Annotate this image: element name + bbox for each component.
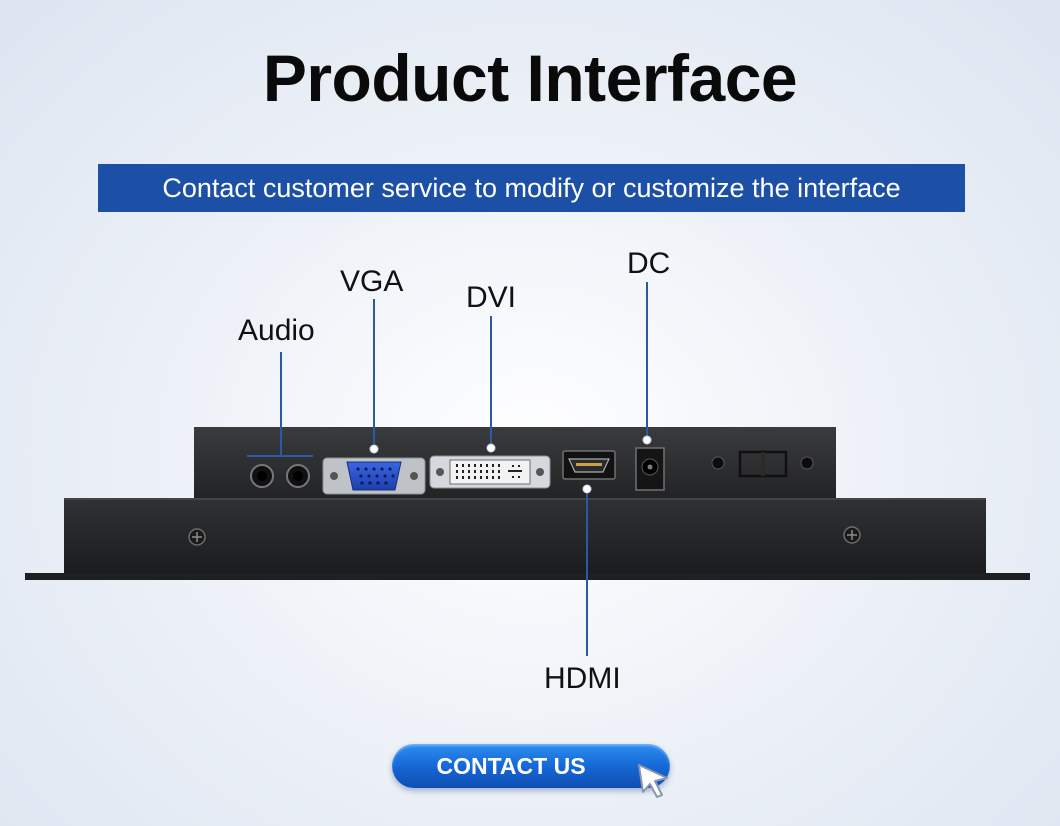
dc-callout-line [646,282,648,437]
switch-cutout-icon [738,450,788,478]
subtitle-banner: Contact customer service to modify or cu… [98,164,965,212]
monitor-body [64,498,986,574]
audio-callout-line [280,352,282,455]
dvi-label: DVI [466,281,517,314]
dvi-port-icon [429,455,551,489]
contact-us-label: CONTACT US [436,753,586,779]
dc-power-port-icon [635,447,665,491]
audio-jack-icon [250,464,310,488]
dvi-callout-line [490,316,492,445]
screw-right-icon [843,526,861,544]
vga-port-icon [322,457,426,495]
vga-callout-line [373,299,375,444]
control-hole-left-icon [711,456,725,470]
contact-us-button[interactable]: CONTACT US [392,744,670,788]
hdmi-port-icon [562,450,616,480]
control-hole-right-icon [800,456,814,470]
hdmi-callout-line [586,494,588,656]
audio-label: Audio [238,314,315,347]
dc-label: DC [627,247,671,280]
page-title: Product Interface [262,41,798,115]
mounting-flange [25,573,1030,580]
vga-label: VGA [340,265,404,298]
cursor-arrow-icon [638,764,668,798]
hdmi-label: HDMI [544,662,621,695]
screw-left-icon [188,528,206,546]
